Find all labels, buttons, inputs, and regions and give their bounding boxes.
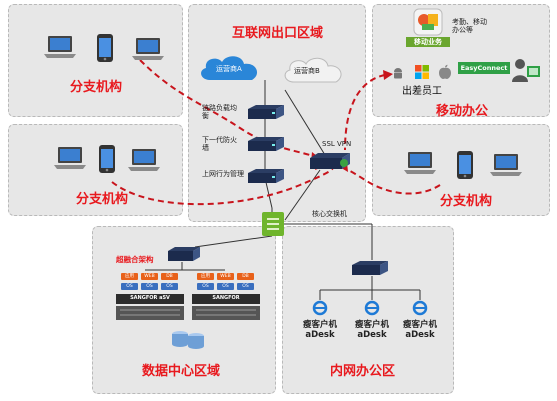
- laptop-icon: [42, 34, 78, 60]
- vm-chip: OS: [197, 283, 214, 290]
- vm-group-1: 应用 WEB DB OS OS OS: [120, 272, 180, 296]
- branch-left-title: 分支机构: [76, 192, 129, 207]
- android-icon: [392, 66, 404, 80]
- laptop-icon: [488, 152, 524, 178]
- smartphone-icon: [96, 144, 118, 174]
- vm-chip: OS: [161, 283, 178, 290]
- staff-icon: [510, 57, 542, 83]
- vm-chip: OS: [141, 283, 158, 290]
- app-caption: 考勤、移动办公等: [452, 18, 487, 34]
- ssl-vpn-device: [308, 152, 352, 170]
- vm-group-2: 应用 WEB DB OS OS OS: [196, 272, 256, 296]
- ie-icon: [412, 300, 428, 316]
- easyconnect-tag: EasyConnect: [458, 62, 510, 74]
- mobile-office-title: 移动办公: [436, 104, 489, 119]
- behavior-mgmt-label: 上网行为管理: [202, 170, 244, 178]
- intranet-switch-device: [350, 260, 390, 276]
- cloud-icon: 运营商A: [196, 52, 266, 82]
- dc-switch-device: [166, 246, 202, 262]
- vm-chip: 应用: [197, 273, 214, 280]
- vm-chip: WEB: [141, 273, 158, 280]
- ie-icon: [312, 300, 328, 316]
- vm-chip: 应用: [121, 273, 138, 280]
- vm-chip: DB: [161, 273, 178, 280]
- core-switch-label: 核心交换机: [312, 210, 347, 218]
- thin-client-name: 瘦客户机: [302, 320, 337, 330]
- app-icon: [412, 8, 444, 36]
- ngfw-label: 下一代防火墙: [202, 136, 237, 152]
- vm-chip: OS: [121, 283, 138, 290]
- windows-icon: [414, 64, 430, 80]
- mobile-business-tag: 移动业务: [406, 37, 450, 47]
- isp-a-label: 运营商A: [216, 65, 242, 73]
- server-host: SANGFOR aSV: [114, 292, 186, 322]
- intranet-title: 内网办公区: [330, 364, 396, 379]
- core-switch-device: [260, 210, 286, 238]
- load-balancer-device: [246, 104, 286, 120]
- branch-top-panel: [8, 4, 183, 117]
- ssl-vpn-label: SSL VPN: [322, 140, 352, 148]
- thin-client-label: 瘦客户机 aDesk: [298, 320, 342, 340]
- vm-chip: OS: [217, 283, 234, 290]
- smartphone-icon: [94, 33, 116, 63]
- firewall-device: [246, 136, 286, 152]
- cloud-icon: 运营商B: [280, 54, 350, 84]
- laptop-icon: [52, 145, 88, 171]
- laptop-icon: [402, 150, 438, 176]
- thin-client-name: 瘦客户机: [354, 320, 389, 330]
- thin-client-product: aDesk: [357, 330, 387, 340]
- server-host: SANGFOR: [190, 292, 262, 322]
- vm-chip: OS: [237, 283, 254, 290]
- thin-client-name: 瘦客户机: [402, 320, 437, 330]
- host-label: SANGFOR: [212, 295, 240, 301]
- load-balancer-label: 链路负载均衡: [202, 104, 237, 120]
- vm-chip: WEB: [217, 273, 234, 280]
- vm-chip: DB: [237, 273, 254, 280]
- branch-top-title: 分支机构: [70, 80, 123, 95]
- ie-icon: [364, 300, 380, 316]
- thin-client-product: aDesk: [305, 330, 335, 340]
- laptop-icon: [126, 147, 162, 173]
- thin-client-product: aDesk: [405, 330, 435, 340]
- datacenter-title: 数据中心区域: [142, 364, 221, 379]
- apple-icon: [438, 64, 452, 80]
- staff-label: 出差员工: [402, 86, 442, 97]
- isp-b-label: 运营商B: [294, 67, 320, 75]
- laptop-icon: [130, 36, 166, 62]
- host-label: SANGFOR aSV: [130, 295, 170, 301]
- smartphone-icon: [454, 150, 476, 180]
- thin-client-label: 瘦客户机 aDesk: [398, 320, 442, 340]
- thin-client-label: 瘦客户机 aDesk: [350, 320, 394, 340]
- branch-right-title: 分支机构: [440, 194, 493, 209]
- storage-icon: [170, 328, 206, 350]
- behavior-mgmt-device: [246, 168, 286, 184]
- hci-label: 超融合架构: [116, 255, 154, 264]
- internet-exit-title: 互联网出口区域: [232, 26, 324, 41]
